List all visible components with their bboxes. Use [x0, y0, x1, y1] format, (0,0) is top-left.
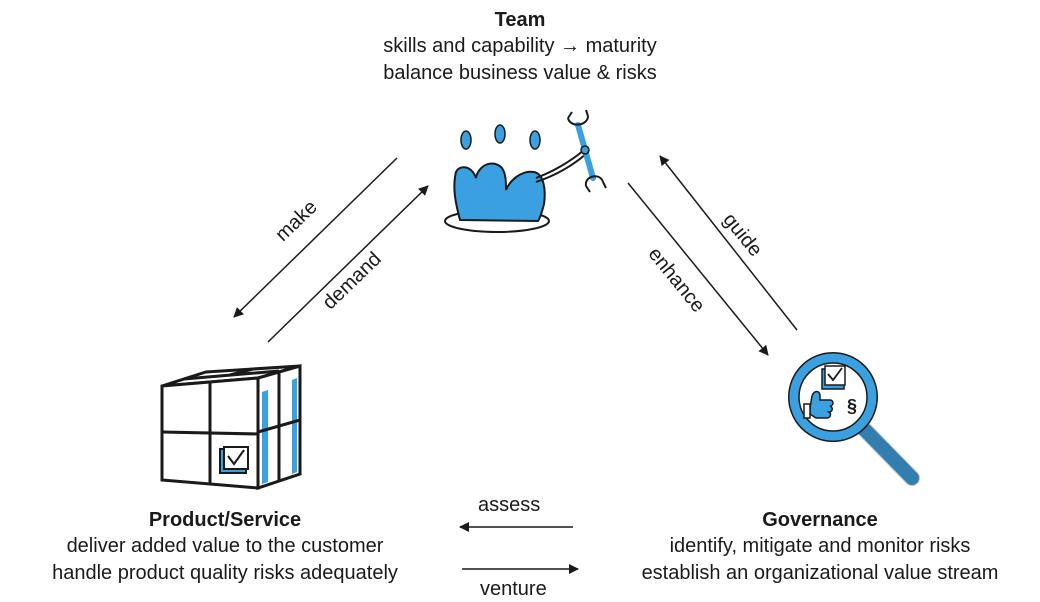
arrow-enhance: [627, 182, 769, 356]
edge-label-assess: assess: [478, 494, 541, 516]
product-line-1: deliver added value to the customer: [66, 535, 384, 557]
arrow-make: [233, 157, 398, 318]
arrow-guide: [659, 155, 798, 331]
product-node: Product/Service deliver added value to t…: [0, 507, 450, 587]
arrow-demand: [267, 185, 429, 343]
magnifier-icon: [788, 352, 920, 486]
team-line-1: skills and capability → maturity: [383, 35, 657, 57]
governance-line-2: establish an organizational value stream: [641, 562, 999, 584]
box-cube-icon: [160, 364, 302, 491]
team-node: Team skills and capability → maturity ba…: [300, 7, 740, 87]
governance-title: Governance: [762, 509, 878, 531]
team-title: Team: [494, 9, 546, 31]
edge-label-venture: venture: [480, 578, 547, 600]
paragraph-symbol: §: [847, 396, 857, 416]
team-with-wrench-icon: [444, 109, 607, 233]
product-line-2: handle product quality risks adequately: [52, 562, 398, 584]
governance-line-1: identify, mitigate and monitor risks: [669, 535, 971, 557]
team-line-2: balance business value & risks: [383, 62, 657, 84]
product-title: Product/Service: [148, 509, 302, 531]
governance-node: Governance identify, mitigate and monito…: [595, 507, 1040, 587]
